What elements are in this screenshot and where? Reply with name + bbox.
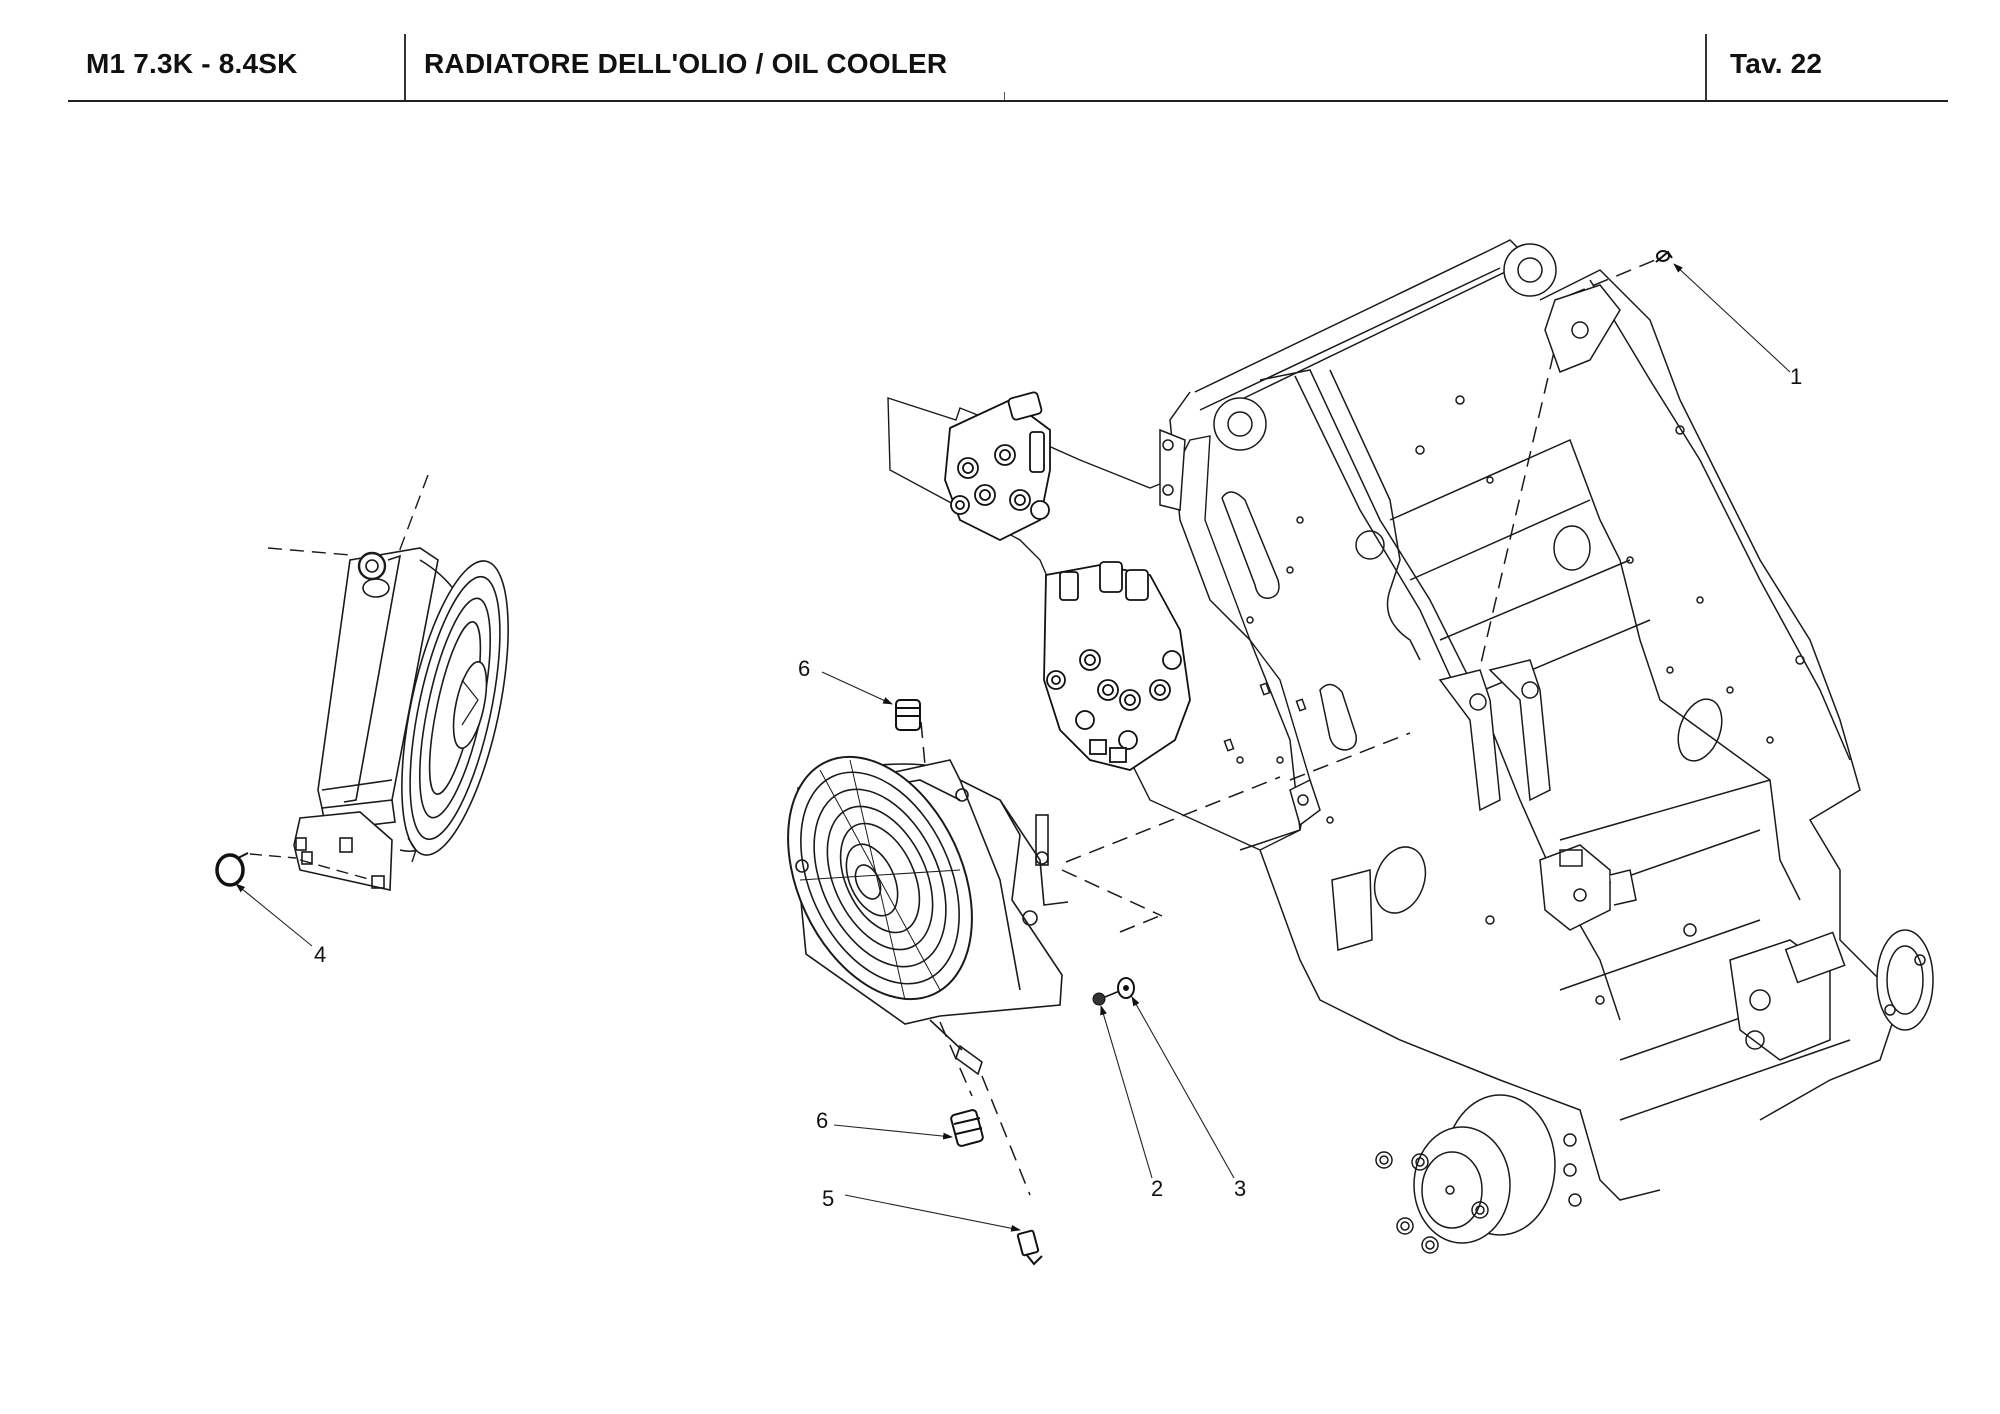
table-reference: Tav. 22 xyxy=(1730,48,1823,79)
callout-6-top: 6 xyxy=(798,656,810,681)
thermostat-switch-part-5 xyxy=(1016,1229,1043,1266)
callout-1: 1 xyxy=(1790,364,1802,389)
fitting-part-6-bottom xyxy=(950,1109,984,1147)
header-divider xyxy=(1705,34,1707,101)
loader-arm-frame xyxy=(1159,239,1934,1254)
nut-part-2 xyxy=(1092,992,1106,1006)
hydraulic-valve-block-lower xyxy=(1043,561,1191,771)
model-label: M1 7.3K - 8.4SK xyxy=(86,48,298,79)
center-tick xyxy=(1004,92,1005,100)
callout-leaders xyxy=(235,263,1791,1232)
hose-clamp-part-4 xyxy=(215,852,249,887)
washer-part-3 xyxy=(1117,977,1135,999)
title-block: M1 7.3K - 8.4SK RADIATORE DELL'OLIO / OI… xyxy=(0,0,2000,110)
oil-cooler-side-view xyxy=(249,474,509,891)
callout-4: 4 xyxy=(314,942,326,967)
callout-2: 2 xyxy=(1151,1176,1163,1201)
oil-cooler-fan-assembly xyxy=(787,755,1069,1076)
callout-5: 5 xyxy=(822,1186,834,1211)
fitting-part-6-top xyxy=(895,699,921,731)
callout-3: 3 xyxy=(1234,1176,1246,1201)
callout-6-bottom: 6 xyxy=(816,1108,828,1133)
header-rule xyxy=(68,100,1948,102)
header-divider xyxy=(404,34,406,101)
hydraulic-valve-block-upper xyxy=(944,391,1051,542)
assembly-axis-lines xyxy=(920,255,1666,1196)
page-title: RADIATORE DELL'OLIO / OIL COOLER xyxy=(424,48,948,79)
screw-part-1 xyxy=(1655,250,1673,263)
